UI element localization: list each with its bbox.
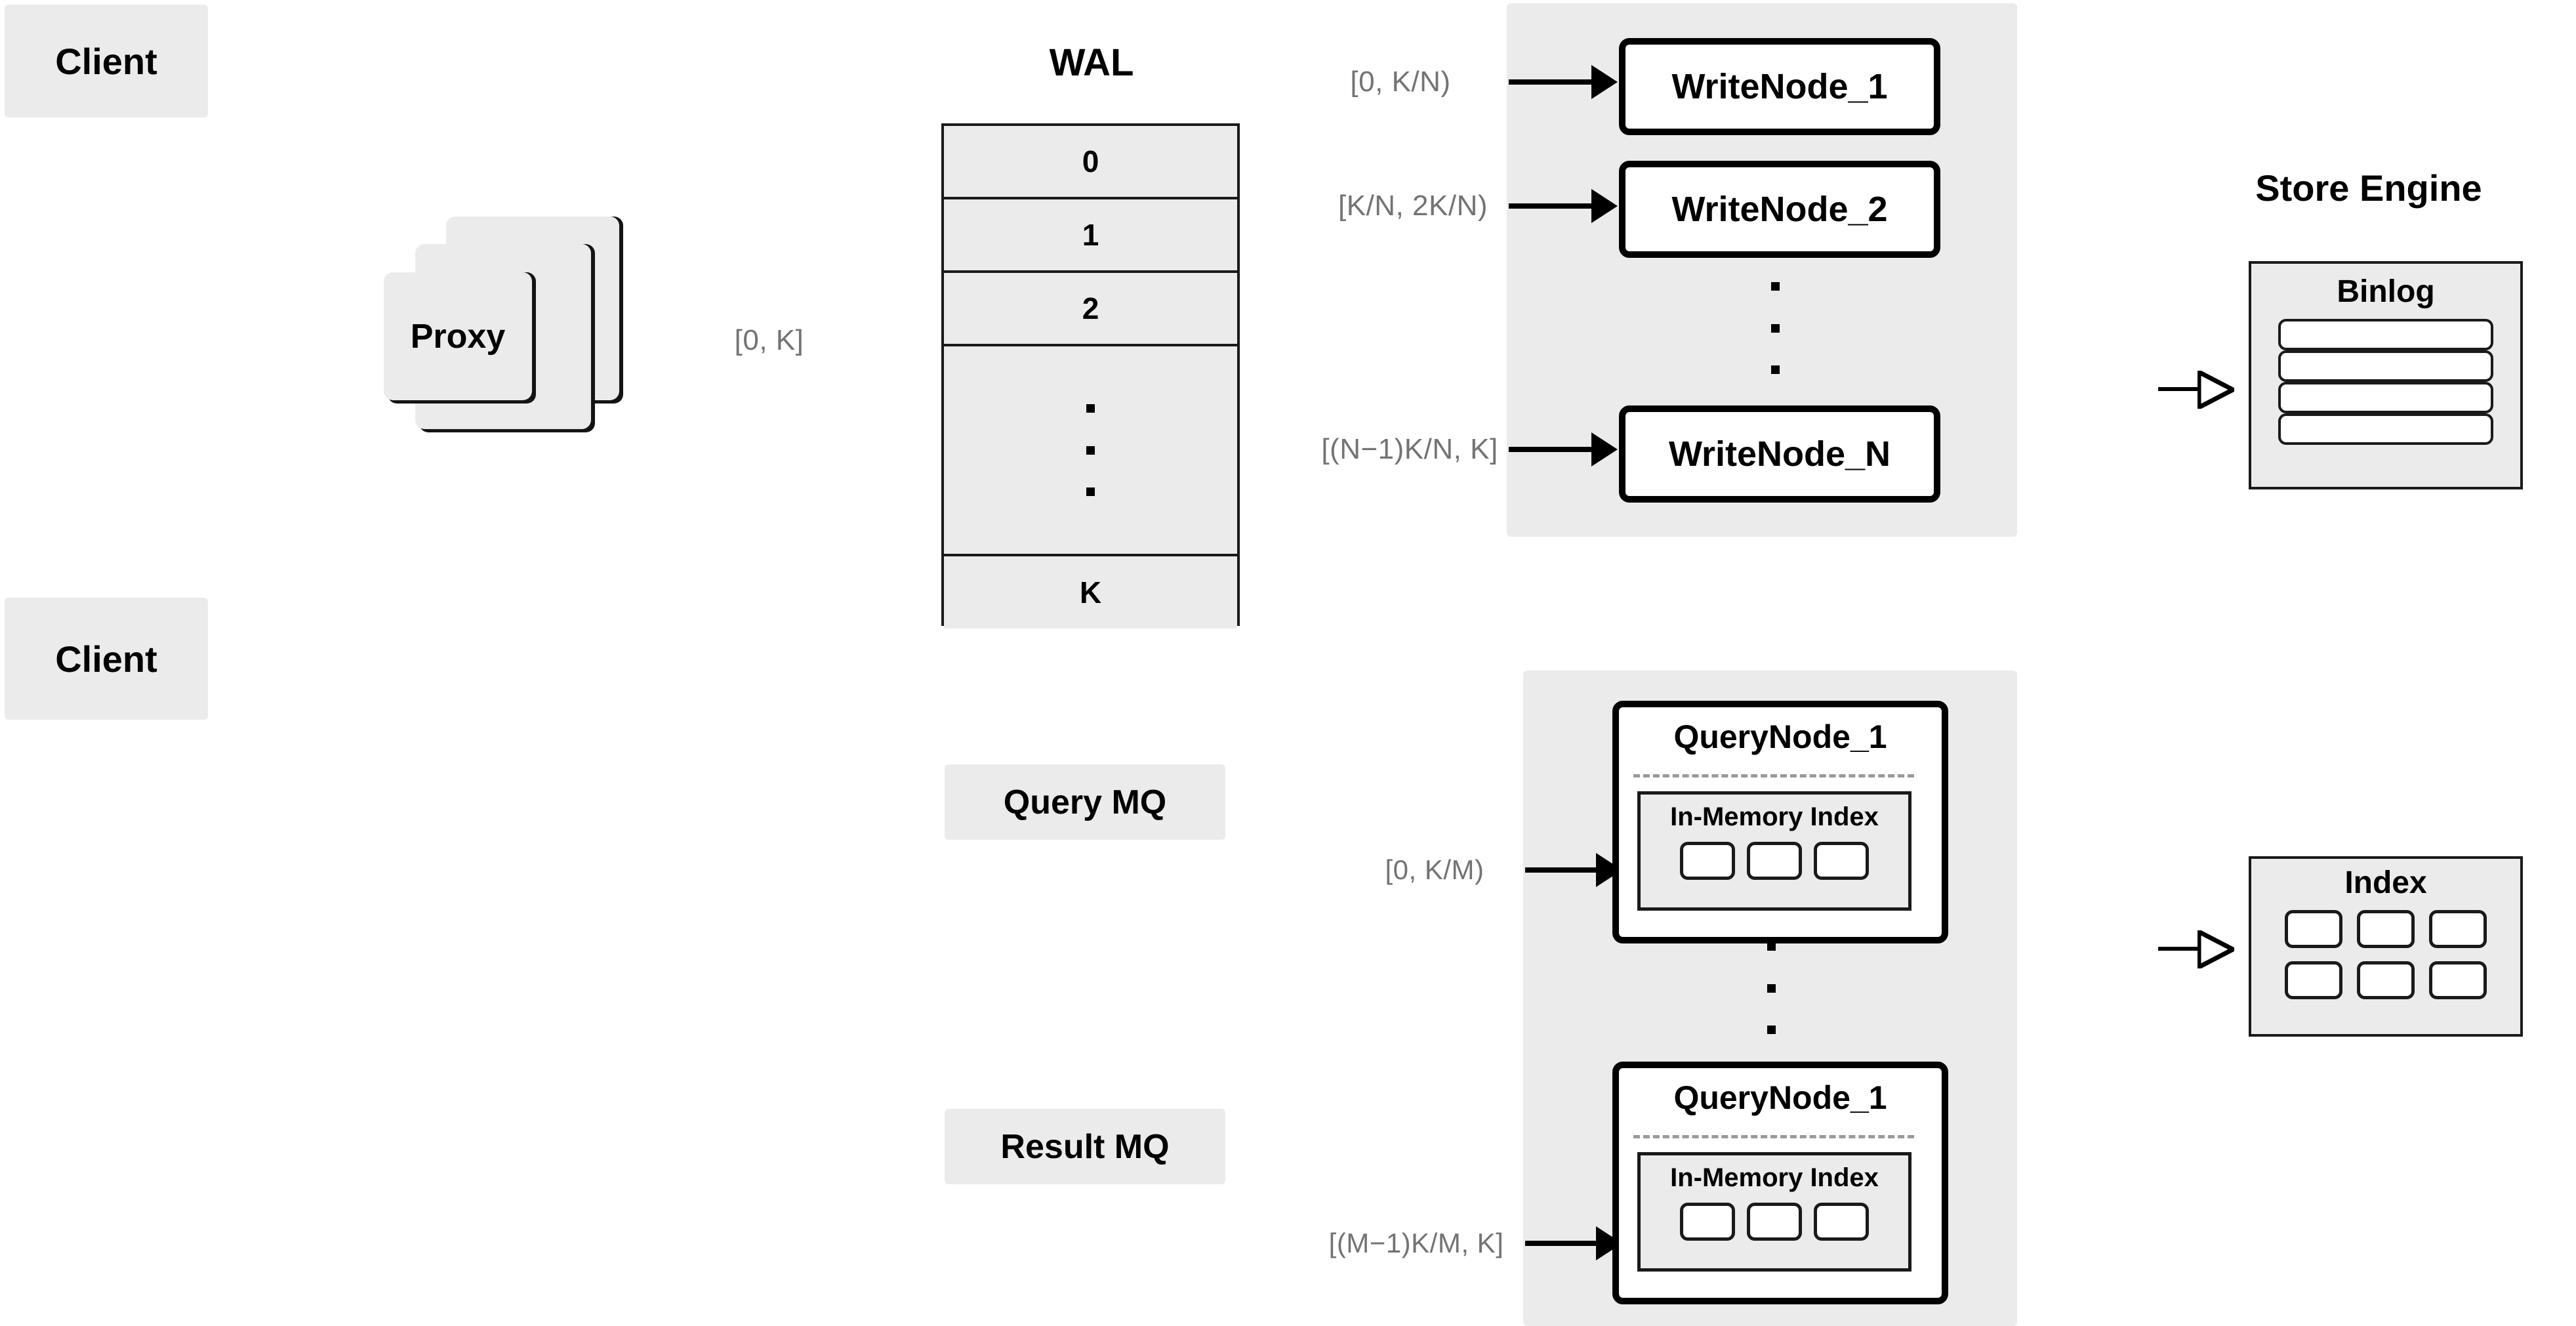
binlog-arrow-line (2158, 387, 2199, 391)
binlog-group: Binlog (2249, 261, 2523, 489)
wal-row-1: 1 (944, 199, 1237, 273)
index-title: Index (2344, 865, 2427, 900)
binlog-bar (2278, 382, 2493, 413)
index-cell (2357, 961, 2415, 999)
index-cell (2357, 910, 2415, 948)
querynode-m-title: QueryNode_1 (1673, 1079, 1887, 1116)
query-cluster-vertical-ellipsis-icon (1767, 942, 1776, 1034)
writenode-n-arrow-head-icon (1591, 432, 1618, 466)
querynode-1-inmemory-title: In-Memory Index (1670, 802, 1879, 831)
proxy-range-label: [0, K] (728, 320, 810, 361)
wal-row-0: 0 (944, 126, 1237, 199)
querynode-1-arrow-line (1525, 867, 1597, 873)
binlog-arrow-head-icon (2198, 371, 2234, 409)
querynode-m-separator (1633, 1135, 1914, 1138)
querynode-m-inmemory-title: In-Memory Index (1670, 1163, 1879, 1192)
store-engine-title: Store Engine (2255, 167, 2482, 209)
binlog-bar (2278, 413, 2493, 445)
result-mq-box[interactable]: Result MQ (945, 1109, 1225, 1184)
inmemory-cell (1814, 1203, 1869, 1241)
writenode-n-range-label: [(N−1)K/N, K] (1319, 426, 1501, 472)
client-box-1[interactable]: Client (5, 5, 208, 117)
index-cell (2285, 910, 2342, 948)
binlog-bar (2278, 319, 2493, 350)
wal-table: 0 1 2 K (941, 123, 1240, 629)
index-group: Index (2249, 856, 2523, 1037)
client-box-2[interactable]: Client (5, 598, 208, 720)
inmemory-cell (1747, 842, 1802, 880)
querynode-m-inmemory-index: In-Memory Index (1637, 1152, 1912, 1272)
index-cell (2429, 910, 2487, 948)
writenode-1-arrow-line (1509, 79, 1593, 85)
querynode-1-inmemory-index: In-Memory Index (1637, 791, 1912, 911)
wal-vertical-ellipsis-icon (1086, 404, 1095, 496)
binlog-bar (2278, 350, 2493, 382)
querynode-m-box[interactable]: QueryNode_1 In-Memory Index (1612, 1062, 1948, 1304)
querynode-1-box[interactable]: QueryNode_1 In-Memory Index (1612, 701, 1948, 943)
querynode-m-arrow-line (1525, 1241, 1597, 1246)
writenode-2-box[interactable]: WriteNode_2 (1619, 161, 1940, 258)
querynode-1-range-label: [0, K/M) (1376, 848, 1493, 892)
writenode-1-range-label: [0, K/N) (1338, 59, 1463, 105)
inmemory-cell (1680, 842, 1735, 880)
proxy-stack[interactable]: Proxy (380, 217, 669, 432)
client-label-1: Client (55, 40, 157, 82)
wal-row-k: K (944, 556, 1237, 629)
wal-row-2: 2 (944, 273, 1237, 346)
inmemory-cell (1814, 842, 1869, 880)
writenode-1-arrow-head-icon (1591, 65, 1618, 99)
query-mq-box[interactable]: Query MQ (945, 764, 1225, 840)
querynode-m-range-label: [(M−1)K/M, K] (1329, 1222, 1503, 1265)
writenode-n-box[interactable]: WriteNode_N (1619, 405, 1940, 503)
index-cell (2429, 961, 2487, 999)
writenode-n-arrow-line (1509, 447, 1593, 452)
inmemory-cell (1747, 1203, 1802, 1241)
proxy-range-text: [0, K] (734, 323, 804, 356)
client-label-2: Client (55, 638, 157, 680)
index-arrow-line (2158, 947, 2199, 951)
querynode-1-title: QueryNode_1 (1673, 718, 1887, 755)
binlog-title: Binlog (2337, 274, 2435, 309)
proxy-card-front[interactable]: Proxy (384, 272, 532, 400)
wal-row-ellipsis (944, 346, 1237, 556)
index-arrow-head-icon (2198, 930, 2234, 968)
writenode-2-range-label: [K/N, 2K/N) (1332, 183, 1494, 229)
index-cell (2285, 961, 2342, 999)
wal-title: WAL (1049, 41, 1134, 84)
querynode-1-separator (1633, 774, 1914, 777)
writenode-2-arrow-line (1509, 203, 1593, 209)
write-cluster-vertical-ellipsis-icon (1771, 282, 1780, 374)
proxy-label: Proxy (410, 317, 506, 356)
writenode-2-arrow-head-icon (1591, 189, 1618, 223)
writenode-1-box[interactable]: WriteNode_1 (1619, 38, 1940, 135)
inmemory-cell (1680, 1203, 1735, 1241)
